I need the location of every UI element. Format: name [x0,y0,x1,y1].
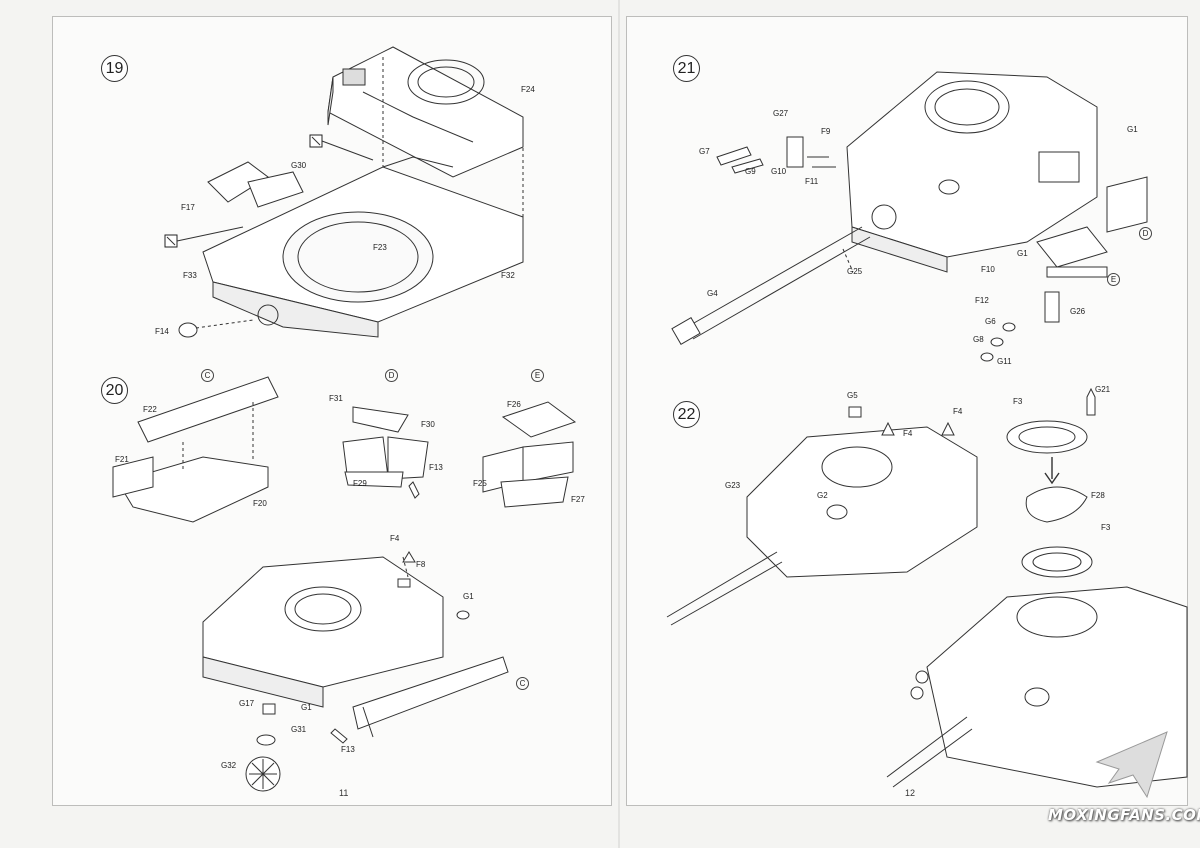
part-f17-g30 [165,135,373,247]
part-label-f23: F23 [373,243,387,252]
part-label-f4: F4 [390,534,400,543]
sub-assembly-c [113,377,278,522]
part-label-g1-top: G1 [463,592,474,601]
sub-marker-d: D [385,369,398,382]
part-label-f17: F17 [181,203,195,212]
sub-assembly-d [343,407,428,498]
part-label-g6: G6 [985,317,996,326]
instruction-page-left: 19 F24 G30 F17 F23 F33 F32 F14 20 C D E … [52,16,612,806]
part-label-g25: G25 [847,267,863,276]
part-label-g31: G31 [291,725,307,734]
part-label-f3-top: F3 [1013,397,1023,406]
turret-floor-assembly [203,157,523,337]
step-number-22: 22 [673,401,700,428]
turret-lower-assembly [203,552,508,791]
part-label-f14: F14 [155,327,169,336]
part-label-g2: G2 [817,491,828,500]
part-label-f8: F8 [416,560,426,569]
step-number-19: 19 [101,55,128,82]
part-label-g1-right: G1 [1127,125,1138,134]
sub-marker-e: E [531,369,544,382]
part-label-g30: G30 [291,161,307,170]
part-label-g4: G4 [707,289,718,298]
sub-assembly-e [483,402,575,507]
part-label-g21: G21 [1095,385,1111,394]
part-label-g9: G9 [745,167,756,176]
part-f14 [179,320,253,337]
part-label-f3-bottom: F3 [1101,523,1111,532]
part-label-f9: F9 [821,127,831,136]
part-label-f21: F21 [115,455,129,464]
step-number-20: 20 [101,377,128,404]
part-label-g23: G23 [725,481,741,490]
part-label-f12: F12 [975,296,989,305]
part-label-g26: G26 [1070,307,1086,316]
page-number-left: 11 [339,788,349,798]
part-label-f29: F29 [353,479,367,488]
sub-marker-c-main: C [516,677,529,690]
part-label-f32: F32 [501,271,515,280]
spread-divider [618,0,620,848]
part-label-f10: F10 [981,265,995,274]
cupola-rings [1007,389,1095,577]
part-label-g1-bottom: G1 [301,703,312,712]
turret-lower-step22 [887,587,1187,787]
part-label-f30: F30 [421,420,435,429]
part-label-f13-main: F13 [341,745,355,754]
part-label-f25: F25 [473,479,487,488]
part-label-g5: G5 [847,391,858,400]
part-label-g27: G27 [773,109,789,118]
sub-marker-d: D [1139,227,1152,240]
turret-assembly-step22 [667,407,977,625]
part-label-g11: G11 [997,357,1012,366]
step-19-20-drawings [53,17,613,807]
part-label-f33: F33 [183,271,197,280]
part-label-g10: G10 [771,167,787,176]
page-number-right: 12 [905,788,916,798]
part-label-f4-right: F4 [953,407,963,416]
part-label-f28: F28 [1091,491,1105,500]
part-label-f20: F20 [253,499,267,508]
part-label-f4-mid: F4 [903,429,913,438]
part-label-f26: F26 [507,400,521,409]
sub-marker-c: C [201,369,214,382]
sub-marker-e: E [1107,273,1120,286]
watermark-plane-icon [1097,732,1167,797]
instruction-page-right: 21 D E G27 F9 G7 G9 G10 F11 G1 G4 G25 G1… [626,16,1188,806]
turret-roof-plate [328,47,523,292]
part-label-f24: F24 [521,85,535,94]
turret-assembly-step21 [672,72,1097,344]
part-label-f13-d: F13 [429,463,443,472]
part-label-g7: G7 [699,147,710,156]
step-number-21: 21 [673,55,700,82]
watermark-text: MOXINGFANS.COM [1048,806,1200,824]
part-label-f22: F22 [143,405,157,414]
part-label-f27: F27 [571,495,585,504]
part-label-g17: G17 [239,699,255,708]
step21-small-parts [717,137,1147,361]
part-label-f31: F31 [329,394,343,403]
step-21-22-drawings [627,17,1189,807]
part-label-g32: G32 [221,761,237,770]
part-label-g8: G8 [973,335,984,344]
part-label-f11: F11 [805,177,819,186]
part-label-g1-lower: G1 [1017,249,1028,258]
